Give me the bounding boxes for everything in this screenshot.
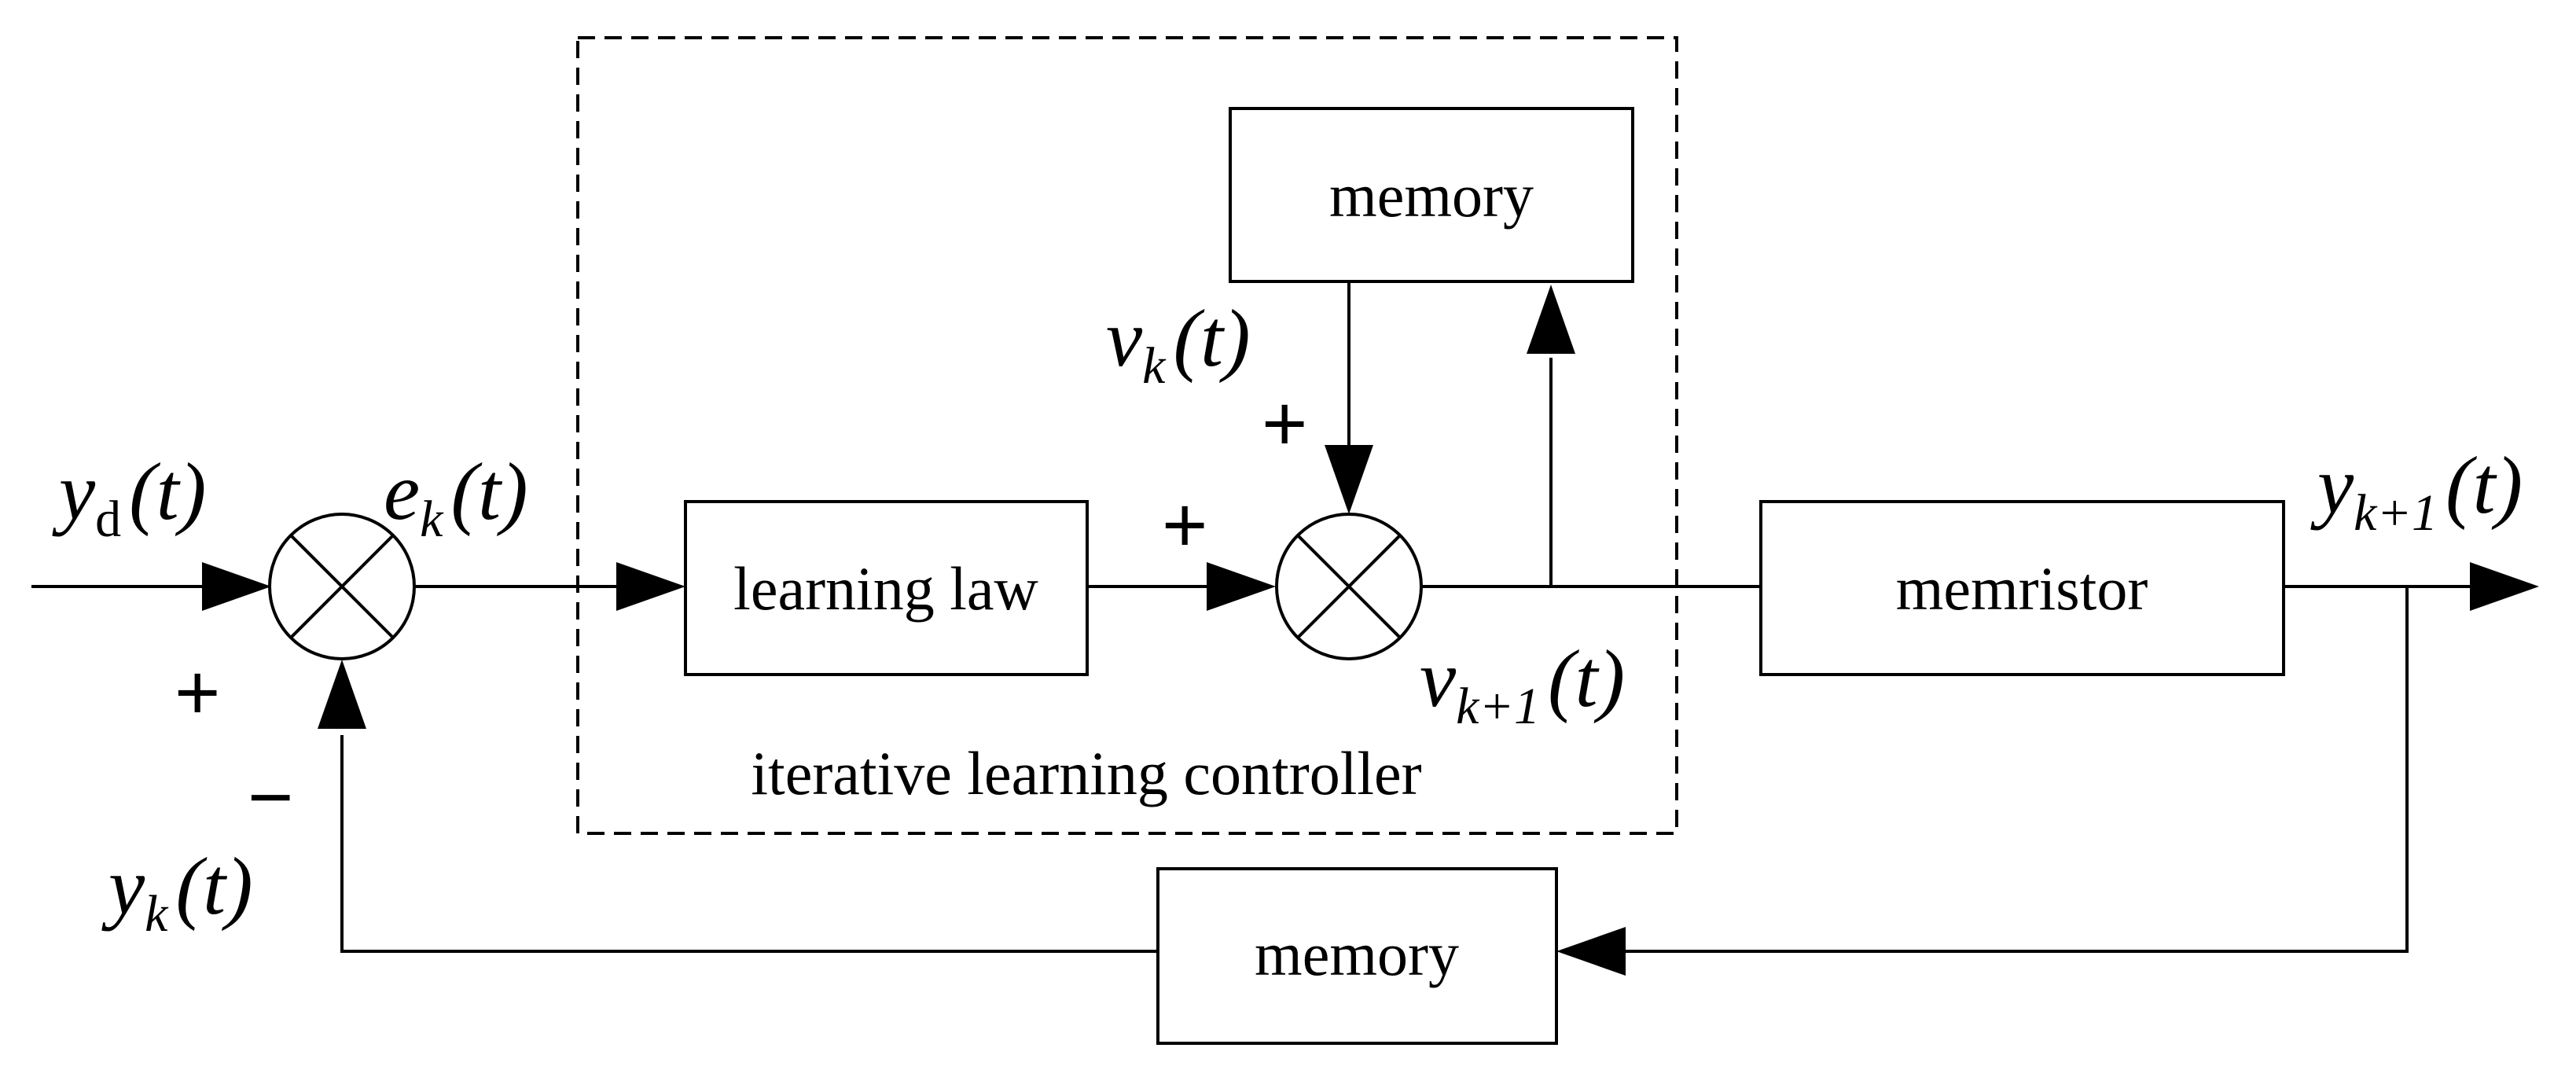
signal-yd: yd(t) xyxy=(52,447,206,548)
memory-bottom-label: memory xyxy=(1255,920,1459,988)
learning-law-block xyxy=(684,500,1089,676)
arrow-into-memory-bottom xyxy=(1556,927,1626,976)
arrow-output xyxy=(2470,562,2539,611)
memory-top-label: memory xyxy=(1329,161,1534,230)
memristor-label: memristor xyxy=(1896,554,2148,623)
sum2-top-plus-sign: + xyxy=(1262,380,1307,468)
wire-feedback-right xyxy=(1604,586,2409,953)
memory-top-block xyxy=(1229,107,1634,283)
sum2-left-plus-sign: + xyxy=(1162,481,1207,569)
sum1-plus-sign: + xyxy=(175,649,220,737)
controller-boundary xyxy=(576,36,1678,835)
signal-vk: vk(t) xyxy=(1106,293,1251,395)
signal-yk: yk(t) xyxy=(101,841,253,943)
signal-vk1: vk+1(t) xyxy=(1420,634,1625,735)
learning-law-label: learning law xyxy=(733,554,1038,623)
arrow-into-sum2-top xyxy=(1325,445,1373,514)
arrow-into-learning-law xyxy=(616,562,685,611)
arrow-into-sum1-bottom xyxy=(318,660,366,729)
memory-bottom-block xyxy=(1156,867,1558,1045)
controller-label: iterative learning controller xyxy=(751,739,1421,807)
arrow-into-sum1 xyxy=(202,562,271,611)
wire-feedback-left xyxy=(340,735,1158,953)
signal-ek: ek(t) xyxy=(384,447,528,548)
sum1-minus-sign: − xyxy=(248,753,293,841)
arrow-into-memory-top xyxy=(1527,285,1575,354)
memristor-block xyxy=(1759,500,2285,676)
signal-yk1: yk+1(t) xyxy=(2310,440,2523,542)
summing-junction-2 xyxy=(1275,513,1423,660)
arrow-into-sum2-left xyxy=(1207,562,1276,611)
summing-junction-1 xyxy=(268,513,416,660)
